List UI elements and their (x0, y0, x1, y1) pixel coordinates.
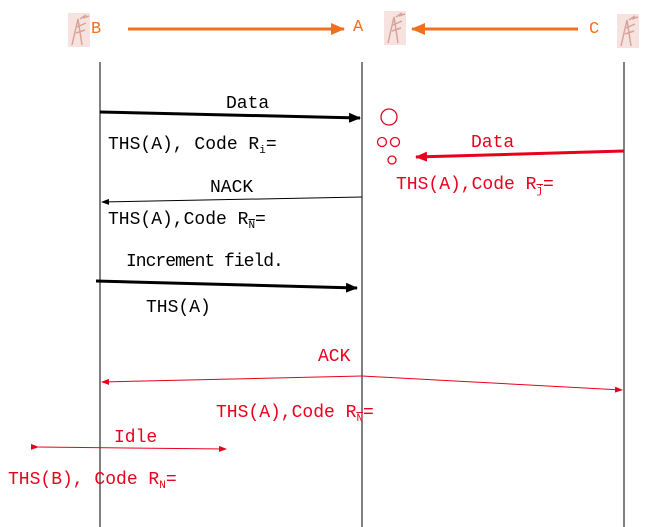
message-label-idle: Idle (114, 428, 158, 448)
collision-icon (376, 108, 401, 165)
arrow-ack-a-to-b (101, 375, 363, 385)
arrow-ack-a-to-c (361, 375, 623, 393)
arrow-data-b-to-a (99, 110, 361, 123)
message-label-nack: NACK (210, 178, 254, 198)
antenna-icon (68, 13, 90, 47)
arrow-data-c-to-a (415, 149, 625, 162)
antenna-icon (617, 14, 639, 48)
message-label-ack: ACK (318, 347, 351, 367)
node-label-c: C (589, 20, 600, 39)
message-label-data-b: Data (226, 94, 270, 114)
arrow-idle (30, 443, 227, 452)
arrow-increment-b-to-a (95, 279, 358, 293)
message-detail-data-b: THS(A), Code Ri= (108, 135, 277, 157)
message-label-increment: Increment field. (126, 252, 284, 272)
message-detail-ack: THS(A),Code RN= (216, 403, 374, 425)
node-label-b: B (91, 20, 102, 39)
message-detail-data-c: THS(A),Code Rj= (396, 175, 554, 197)
antenna-icon (384, 11, 406, 45)
message-detail-idle: THS(B), Code RN= (8, 470, 177, 492)
message-detail-increment: THS(A) (146, 298, 211, 318)
node-label-a: A (353, 18, 364, 37)
message-label-data-c: Data (471, 133, 515, 153)
arrow-nack-a-to-b (101, 196, 363, 205)
message-detail-nack: THS(A),Code RN= (108, 210, 266, 232)
